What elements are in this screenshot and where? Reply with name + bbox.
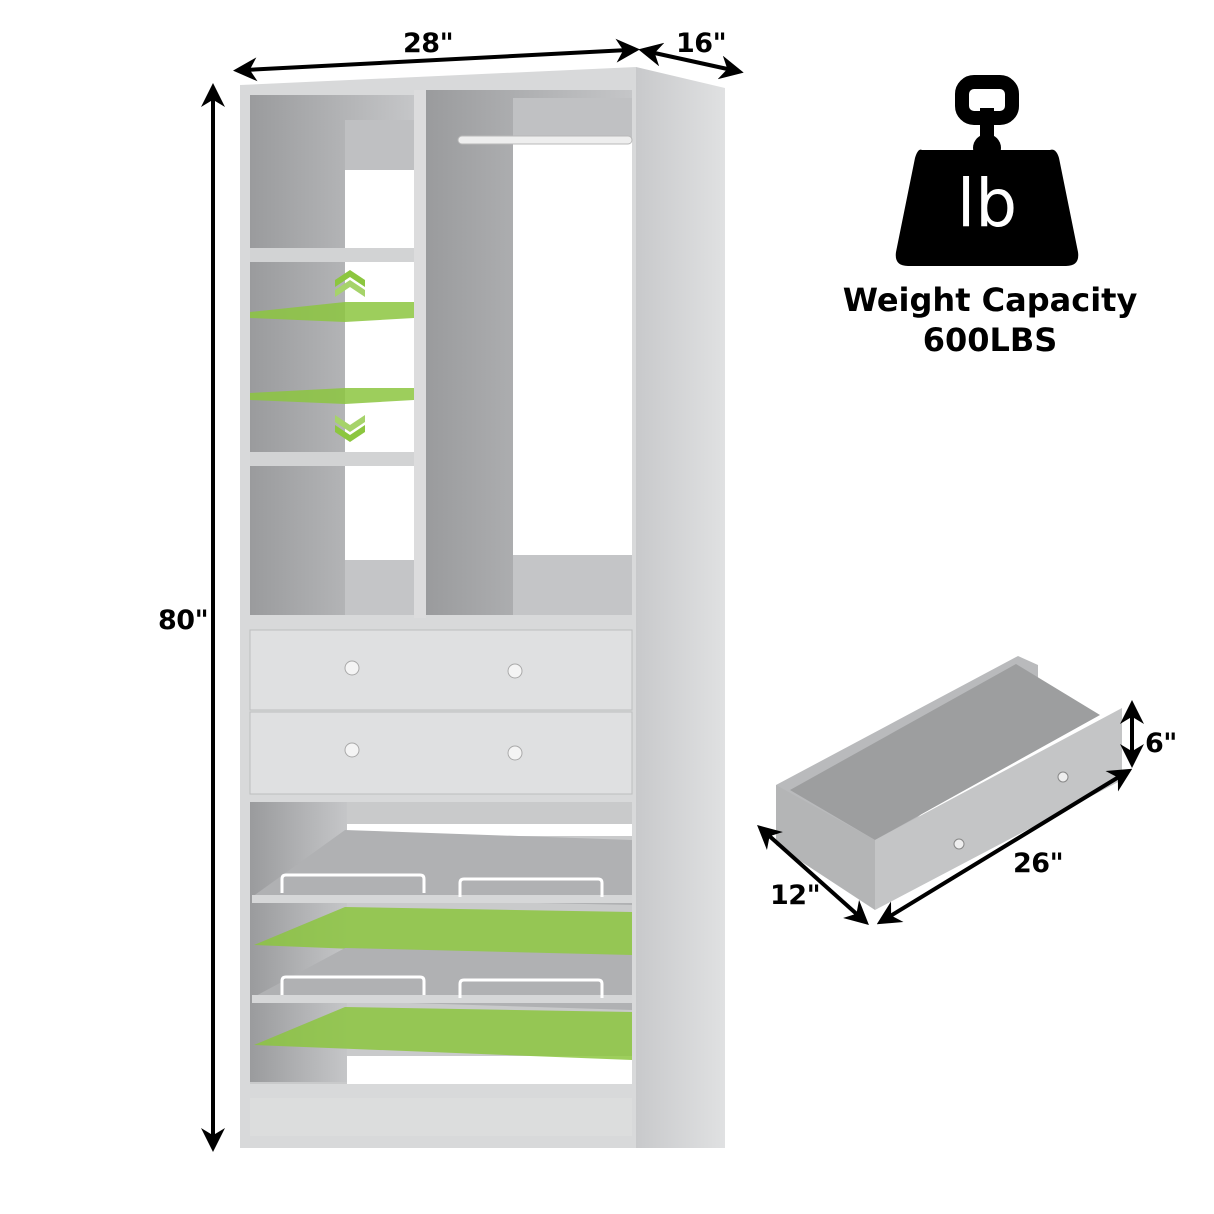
weight-lb-icon — [895, 75, 1079, 266]
drawer-width-label: 26" — [1013, 848, 1064, 879]
depth-arrow — [638, 42, 744, 80]
depth-label: 16" — [676, 28, 727, 59]
weight-capacity-value: 600LBS — [922, 321, 1058, 359]
adjustable-shelf-highlight — [250, 270, 414, 442]
drawer-depth-label: 12" — [770, 880, 821, 911]
drawer-width-arrow — [876, 768, 1133, 925]
drawer-depth-arrow — [757, 825, 869, 925]
drawer-illustration — [776, 656, 1122, 910]
width-arrow — [233, 38, 640, 82]
drawer-fronts — [249, 629, 633, 795]
weight-capacity-text: Weight Capacity 600LBS — [780, 280, 1200, 360]
weight-capacity-title: Weight Capacity — [842, 281, 1138, 319]
height-label: 80" — [158, 605, 209, 636]
shoe-shelves — [252, 830, 632, 1060]
closet-cabinet — [240, 67, 725, 1148]
lb-icon-text: lb — [956, 165, 1018, 242]
width-label: 28" — [403, 28, 454, 59]
drawer-height-label: 6" — [1145, 728, 1177, 759]
